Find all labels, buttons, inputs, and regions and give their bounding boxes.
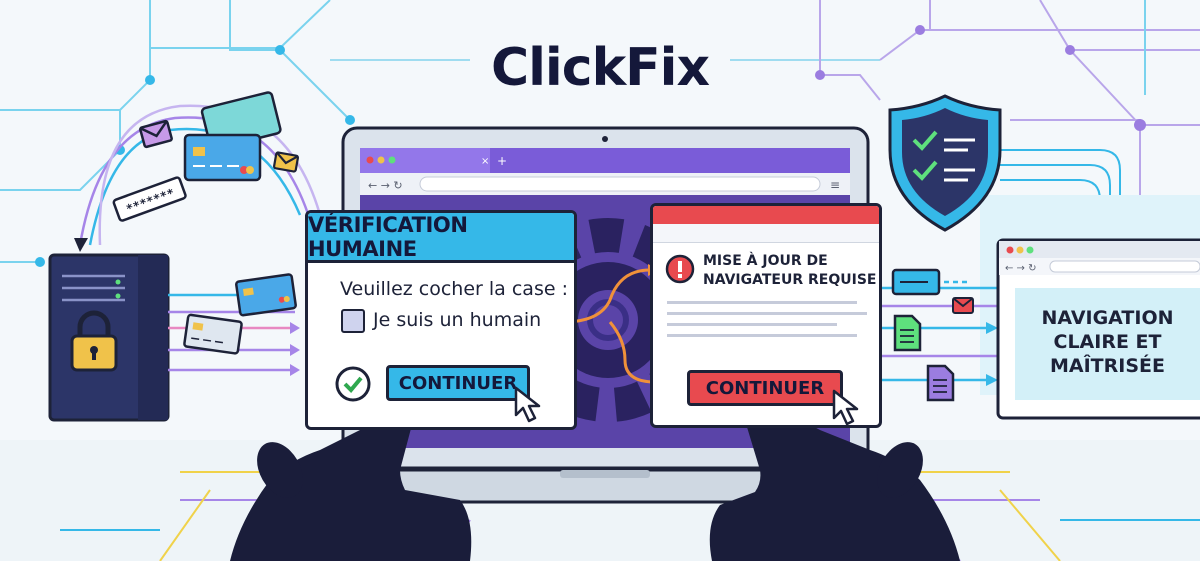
svg-text:← → ↻: ← → ↻ [368,179,403,192]
svg-text:×: × [481,156,489,167]
arrow-heads [986,322,998,386]
verification-header: VÉRIFICATION HUMAINE [308,213,574,263]
safe-browser-window: ← → ↻ [996,238,1200,420]
text-placeholder-lines [667,301,867,345]
svg-text:+: + [497,154,507,168]
shield-check-icon [888,94,1002,232]
safe-browsing-line3: MAÎTRISÉE [1050,355,1165,377]
safe-browsing-line1: NAVIGATION [1041,307,1174,329]
hand-icon [230,395,472,561]
envelope-icon [272,151,300,173]
envelope-icon [139,119,173,149]
arrow-heads [290,322,300,376]
page-title: ClickFix [490,38,710,98]
branch-arrows [562,268,656,384]
browser-update-popup: MISE À JOUR DE NAVIGATEUR REQUISE CONTIN… [650,203,882,428]
popup-titlebar [653,206,879,224]
cursor-icon [832,389,859,425]
alert-title-line2: NAVIGATEUR REQUISE [703,272,877,288]
alert-title-line1: MISE À JOUR DE [703,253,828,269]
envelope-icon [952,297,974,314]
credit-card-icon [183,133,262,182]
popup-addressbar [653,224,879,243]
credit-card-icon [183,313,243,355]
update-continue-button[interactable]: CONTINUER [687,370,843,406]
safe-browsing-line2: CLAIRE ET [1053,331,1162,353]
svg-text:← → ↻: ← → ↻ [1005,263,1037,274]
hand-icon [709,395,960,561]
continue-button[interactable]: CONTINUER [386,365,530,401]
verification-popup: VÉRIFICATION HUMAINE Veuillez cocher la … [305,210,577,430]
password-field: ******* [112,176,187,222]
check-icon [335,366,371,402]
lock-icon [70,310,118,372]
checkbox-label: Je suis un humain [373,309,542,331]
alert-icon [665,254,695,284]
human-checkbox[interactable] [341,309,365,333]
cursor-icon [514,386,541,423]
arrow-head [74,238,88,252]
credit-card-icon [235,273,297,317]
document-icon [893,314,922,352]
svg-text:≡: ≡ [830,178,840,192]
card-chip-icon [891,268,968,296]
document-icon [926,364,955,402]
verification-prompt: Veuillez cocher la case : [340,278,568,300]
